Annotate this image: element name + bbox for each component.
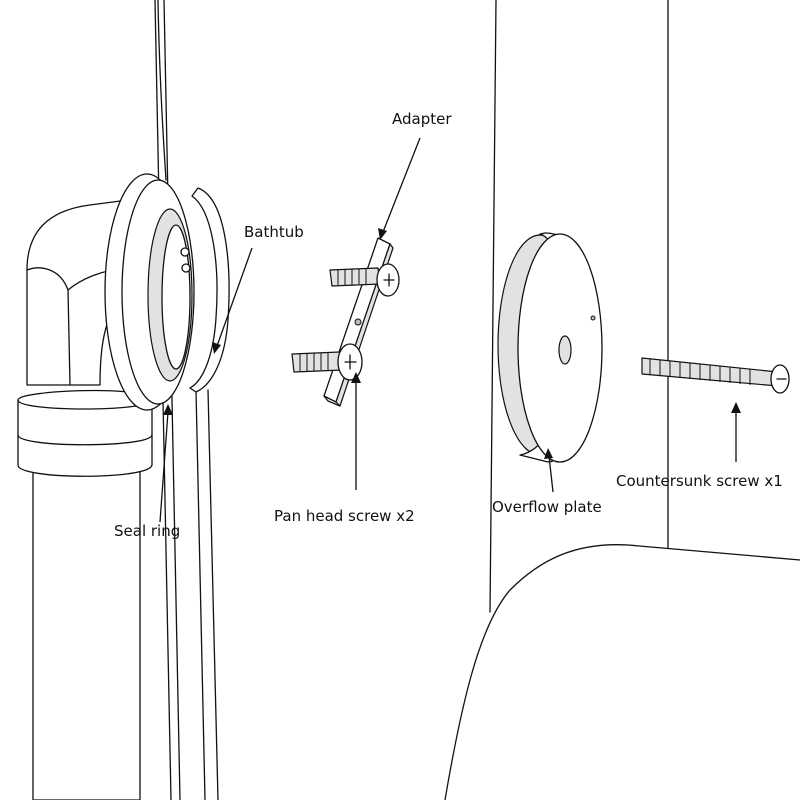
bathtub-wall (154, 0, 800, 800)
label-overflow-plate: Overflow plate (492, 498, 602, 516)
label-countersunk-screw: Countersunk screw x1 (616, 472, 783, 490)
overflow-plate (497, 232, 603, 463)
label-seal-ring: Seal ring (114, 522, 180, 540)
adapter (291, 237, 400, 407)
pan-head-screw-upper (329, 263, 400, 297)
label-pan-head-screw: Pan head screw x2 (274, 507, 415, 525)
drain-pipe (17, 199, 153, 800)
gasket-ring (189, 187, 230, 393)
pan-head-screw-lower (291, 343, 363, 381)
countersunk-screw (641, 357, 790, 394)
callout-arrows (159, 137, 741, 523)
label-adapter: Adapter (392, 110, 452, 128)
seal-ring (104, 173, 195, 411)
label-bathtub: Bathtub (244, 223, 304, 241)
